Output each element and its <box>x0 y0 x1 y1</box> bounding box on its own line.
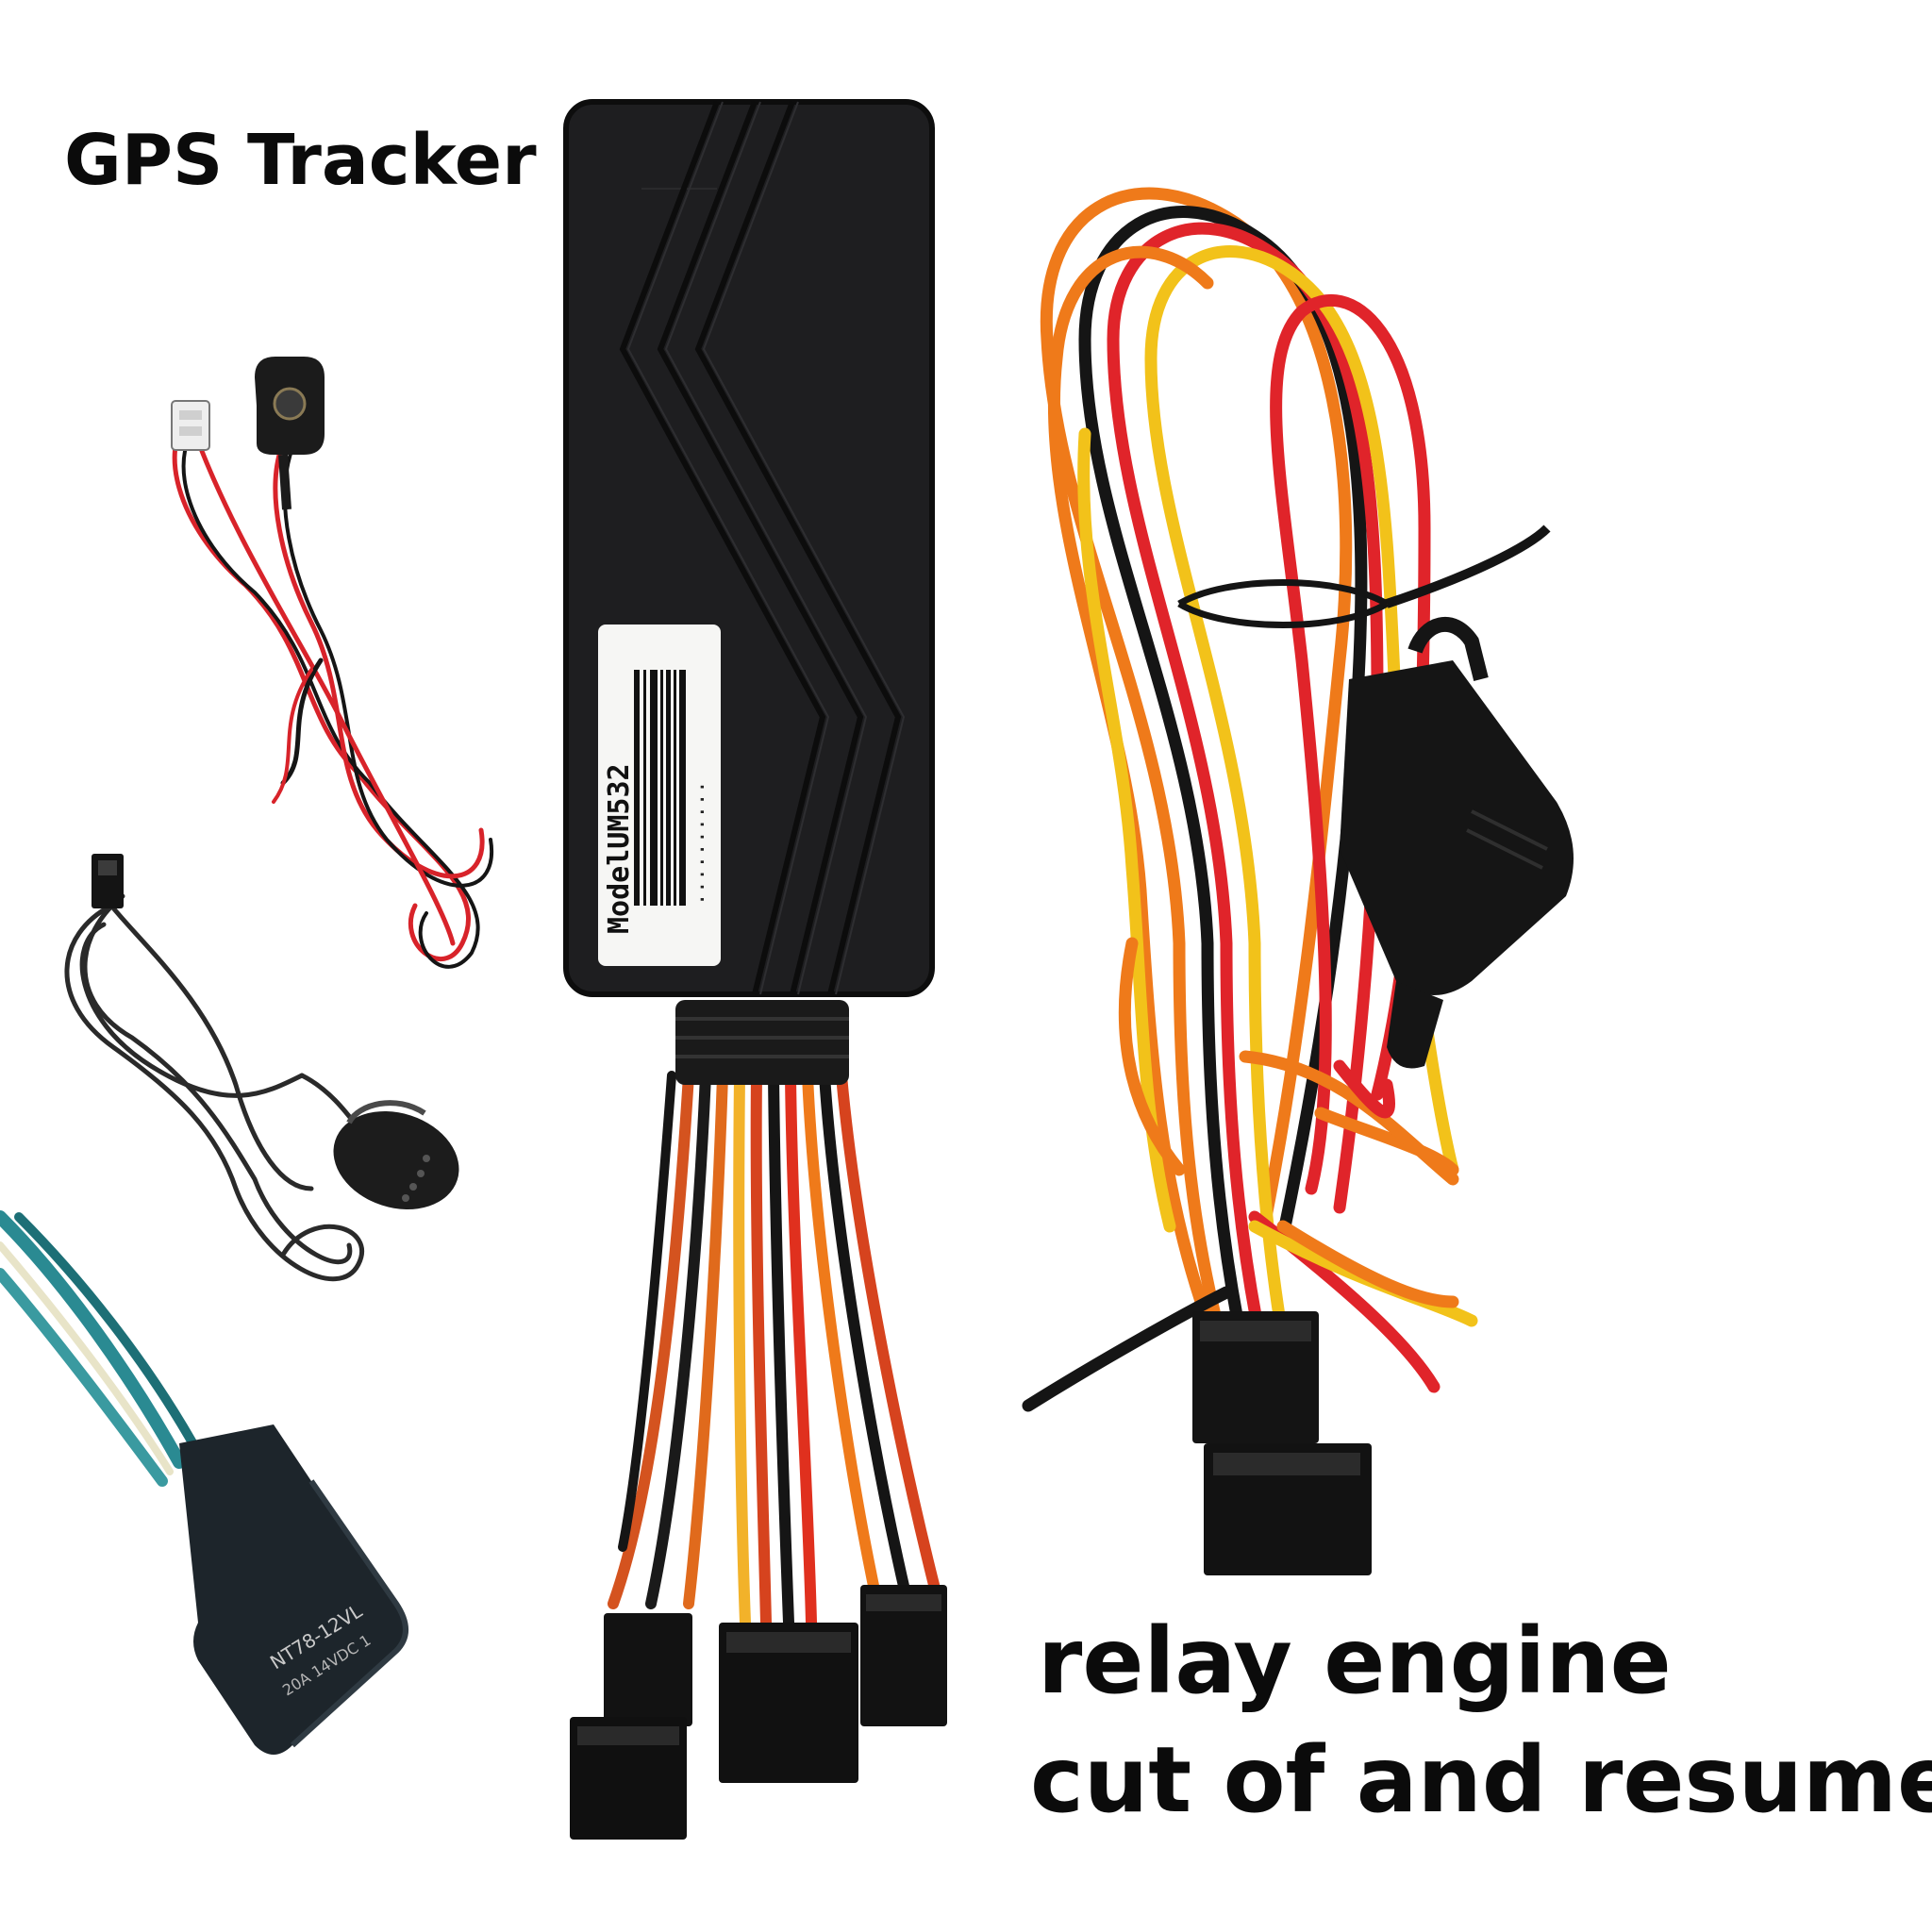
fuse-holder-icon <box>1340 616 1574 1069</box>
sos-button-icon <box>255 357 325 510</box>
relay-wires <box>0 1210 203 1487</box>
barcode <box>634 670 686 906</box>
tracker-connectors <box>570 1585 947 1840</box>
device-model-label: ModelUM532 <box>603 763 636 934</box>
mic-connector <box>92 854 124 908</box>
caption-line-2: cut of and resume <box>1030 1727 1932 1833</box>
tracker-strain-relief <box>675 1000 849 1085</box>
harness-connector <box>171 400 210 451</box>
right-connector <box>1192 1311 1372 1575</box>
device-serial-label: ·········· <box>691 781 715 906</box>
tracker-wires <box>608 1070 940 1628</box>
caption-line-1: relay engine <box>1038 1608 1672 1714</box>
cable-tie <box>1177 525 1551 628</box>
microphone-icon <box>333 1100 459 1209</box>
power-harness <box>172 403 494 969</box>
microphone-cable <box>64 893 380 1282</box>
page-title: GPS Tracker <box>64 120 537 201</box>
relay-icon: NT78-12VL 20A 14VDC 1 <box>179 1424 408 1755</box>
device-label-sticker: ModelUM532 ·········· <box>598 625 721 966</box>
